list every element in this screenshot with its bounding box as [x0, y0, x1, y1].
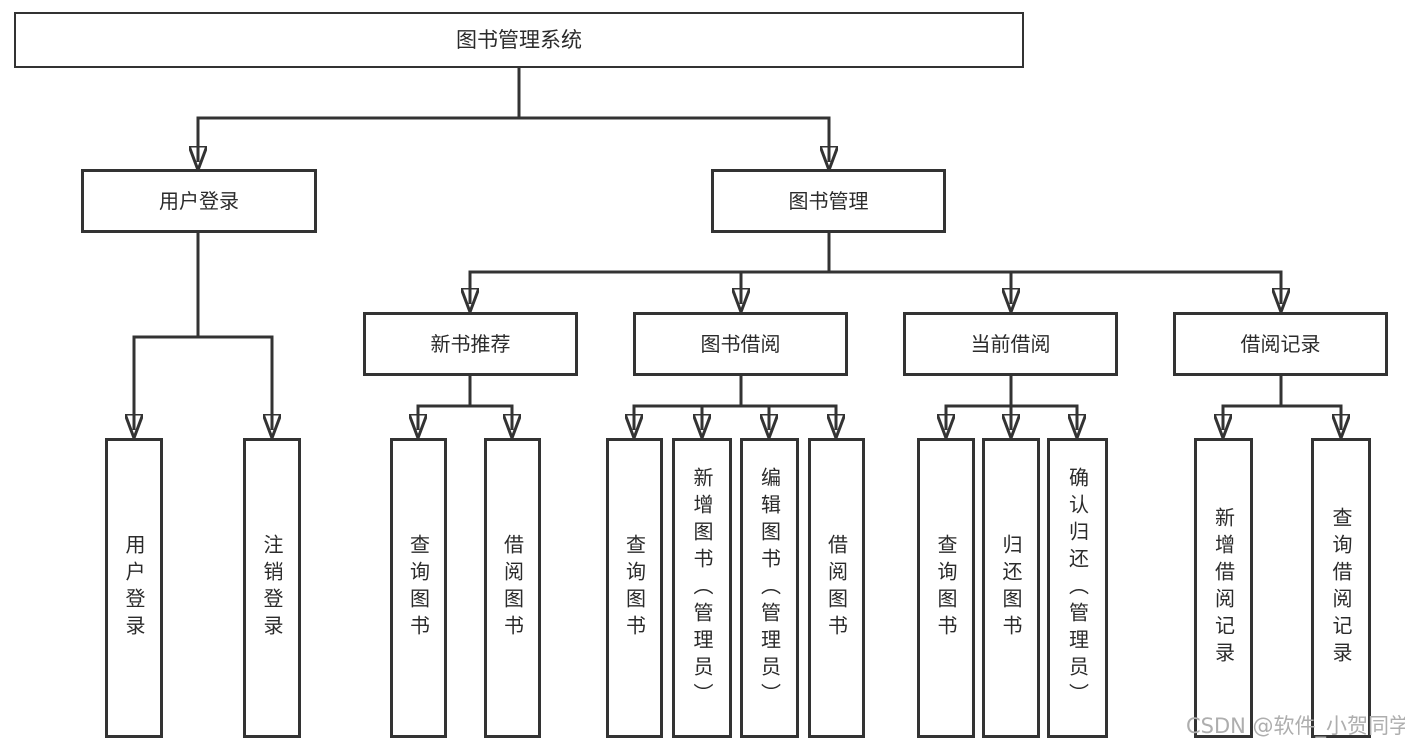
node-book-management-label: 图书管理	[788, 189, 869, 213]
connector-to-leaf-borrow-books-rec	[470, 404, 512, 430]
leaf-borrow-books-rec-label: 借阅图书	[500, 534, 525, 642]
connector-to-leaf-borrow-books-borrow	[741, 404, 836, 430]
connector-to-leaf-logout	[198, 335, 272, 430]
watermark: CSDN @软件_小贺同学	[1186, 714, 1405, 738]
leaf-confirm-return-admin: 确认归还（管理员）	[1047, 438, 1108, 738]
node-book-management: 图书管理	[711, 169, 946, 233]
node-book-borrowing-label: 图书借阅	[700, 332, 781, 356]
node-borrowing-records-label: 借阅记录	[1240, 332, 1321, 356]
leaf-logout-label: 注销登录	[260, 534, 284, 642]
connector-to-leaf-query-books-rec	[418, 404, 470, 430]
leaf-return-books: 归还图书	[982, 438, 1040, 738]
connector-to-borrowing-records	[829, 270, 1281, 304]
leaf-query-books-rec-label: 查询图书	[406, 534, 431, 642]
node-user-login: 用户登录	[81, 169, 317, 233]
leaf-query-books-current-label: 查询图书	[934, 534, 958, 642]
leaf-query-books-current: 查询图书	[917, 438, 975, 738]
node-borrowing-records: 借阅记录	[1173, 312, 1388, 376]
leaf-user-login: 用户登录	[105, 438, 163, 738]
leaf-edit-books-admin: 编辑图书（管理员）	[740, 438, 799, 738]
leaf-user-login-label: 用户登录	[122, 534, 146, 642]
connector-to-book-borrowing	[741, 270, 829, 304]
connector-to-leaf-edit-books-admin	[741, 404, 769, 430]
leaf-add-borrow-record: 新增借阅记录	[1194, 438, 1253, 738]
leaf-add-borrow-record-label: 新增借阅记录	[1211, 507, 1236, 669]
node-current-borrowing: 当前借阅	[903, 312, 1118, 376]
node-new-book-recommendation-label: 新书推荐	[430, 332, 511, 356]
leaf-query-borrow-record-label: 查询借阅记录	[1329, 507, 1353, 669]
node-user-login-label: 用户登录	[159, 189, 239, 213]
connector-root-to-book-management	[519, 116, 829, 162]
leaf-borrow-books-borrow: 借阅图书	[808, 438, 865, 738]
leaf-confirm-return-admin-label: 确认归还（管理员）	[1065, 466, 1090, 710]
node-current-borrowing-label: 当前借阅	[970, 332, 1051, 356]
leaf-logout: 注销登录	[243, 438, 301, 738]
connector-to-new-book-recommendation	[470, 270, 829, 304]
node-book-borrowing: 图书借阅	[633, 312, 848, 376]
connector-root-to-user-login	[198, 116, 519, 162]
leaf-return-books-label: 归还图书	[999, 534, 1023, 642]
leaf-query-books-borrow: 查询图书	[606, 438, 663, 738]
connector-to-leaf-add-books-admin	[702, 404, 741, 430]
connector-to-leaf-query-books-borrow	[634, 404, 741, 430]
leaf-edit-books-admin-label: 编辑图书（管理员）	[757, 466, 782, 710]
leaf-add-books-admin: 新增图书（管理员）	[672, 438, 732, 738]
connector-to-leaf-query-borrow-record	[1281, 404, 1341, 430]
node-root: 图书管理系统	[14, 12, 1024, 68]
leaf-query-books-borrow-label: 查询图书	[622, 534, 647, 642]
node-new-book-recommendation: 新书推荐	[363, 312, 578, 376]
leaf-borrow-books-rec: 借阅图书	[484, 438, 541, 738]
connector-to-leaf-confirm-return-admin	[1011, 404, 1077, 430]
leaf-borrow-books-borrow-label: 借阅图书	[824, 534, 849, 642]
leaf-query-books-rec: 查询图书	[390, 438, 447, 738]
connector-to-current-borrowing	[829, 270, 1011, 304]
leaf-query-borrow-record: 查询借阅记录	[1311, 438, 1371, 738]
leaf-add-books-admin-label: 新增图书（管理员）	[690, 466, 714, 710]
connector-to-leaf-add-borrow-record	[1223, 404, 1281, 430]
connector-to-leaf-query-books-current	[946, 404, 1011, 430]
node-root-label: 图书管理系统	[456, 27, 582, 52]
connector-to-leaf-user-login	[134, 335, 198, 430]
